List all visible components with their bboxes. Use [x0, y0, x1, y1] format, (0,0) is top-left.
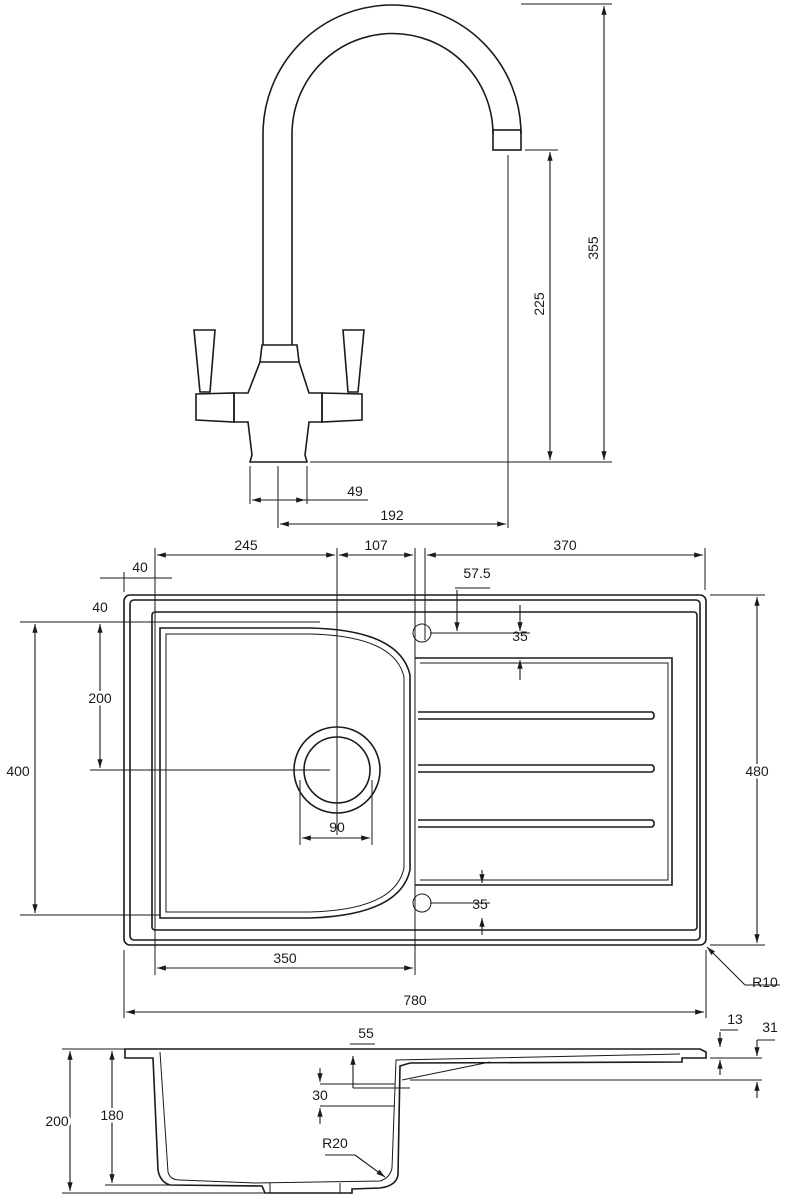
dim-400: 400 — [6, 763, 30, 779]
dim-31: 31 — [762, 1019, 778, 1035]
dim-13: 13 — [727, 1011, 743, 1027]
dim-200: 200 — [88, 690, 112, 706]
dim-35-top: 35 — [512, 628, 528, 644]
dim-90: 90 — [329, 819, 345, 835]
sink-side-view — [124, 1048, 707, 1194]
dim-370: 370 — [553, 537, 577, 553]
dim-350: 350 — [273, 950, 297, 966]
dim-355: 355 — [585, 236, 601, 260]
sink-top-dimensions: 245 107 370 40 40 200 400 90 57.5 35 35 … — [4, 537, 780, 1018]
dim-55: 55 — [358, 1025, 374, 1041]
faucet-drawing — [193, 4, 522, 463]
dim-225: 225 — [531, 292, 547, 316]
dim-200-side: 200 — [45, 1113, 69, 1129]
dim-r20: R20 — [322, 1135, 348, 1151]
sink-side-dimensions: 200 180 55 30 R20 13 31 — [43, 1011, 778, 1194]
dim-192: 192 — [380, 507, 404, 523]
faucet-dimensions: 355 225 49 192 — [249, 3, 612, 528]
dim-40-x: 40 — [132, 559, 148, 575]
dim-180: 180 — [100, 1107, 124, 1123]
dim-35-bottom: 35 — [472, 896, 488, 912]
dim-57-5: 57.5 — [463, 565, 490, 581]
dim-480: 480 — [745, 763, 769, 779]
dim-780: 780 — [403, 992, 427, 1008]
dim-40-y: 40 — [92, 599, 108, 615]
dim-49: 49 — [347, 483, 363, 499]
dim-245: 245 — [234, 537, 258, 553]
dim-107: 107 — [364, 537, 388, 553]
dim-30: 30 — [312, 1087, 328, 1103]
dim-r10: R10 — [752, 974, 778, 990]
